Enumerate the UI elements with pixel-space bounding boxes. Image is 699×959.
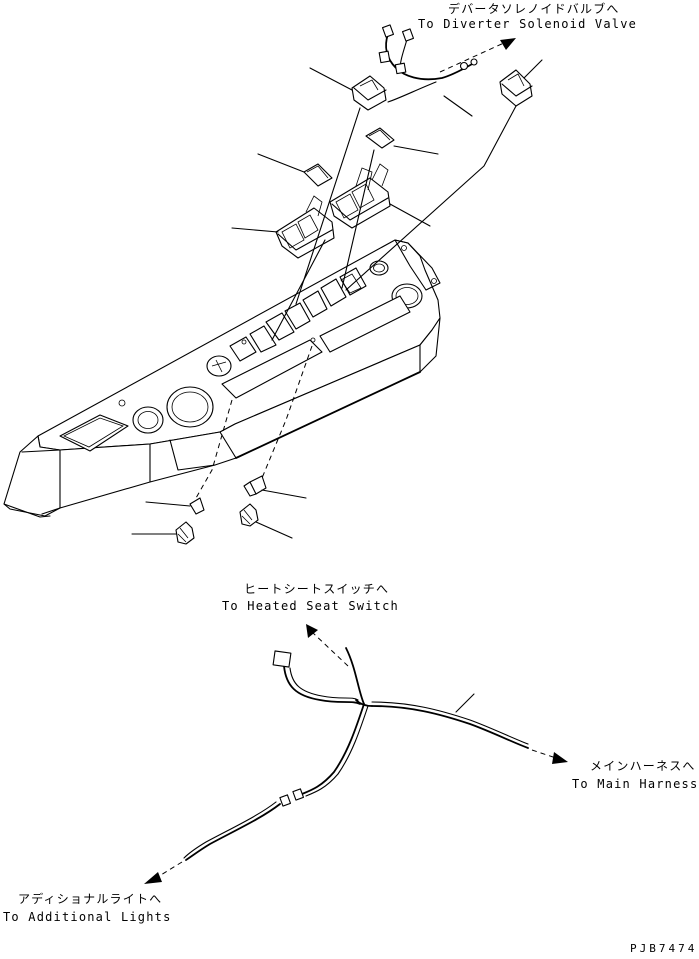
drawing-code: PJB7474 [630,942,697,955]
switch-cover-left [303,163,333,187]
leader-lines [195,59,543,499]
diverter-harness [378,24,478,103]
switch-top-right [499,69,533,107]
console-panel [3,239,441,518]
switch-top-left [351,75,387,111]
heated-seat-label-jp: ヒートシートスイッチへ [244,582,389,596]
additional-lights-label-en: To Additional Lights [3,910,172,924]
main-harness-label-jp: メインハーネスへ [590,759,696,773]
callout-labels: デバータソレノイドバルブへ To Diverter Solenoid Valve… [3,1,698,955]
lower-harness [183,647,529,861]
harness-arrows [144,624,568,884]
diverter-arrow [439,38,516,73]
switch-block-right [329,163,391,229]
heated-seat-label-en: To Heated Seat Switch [222,599,399,613]
switch-cover-upper [365,127,395,149]
switch-block-left [275,195,335,259]
main-harness-label-en: To Main Harness [572,777,698,791]
diverter-label-en: To Diverter Solenoid Valve [418,17,637,31]
diverter-label-jp: デバータソレノイドバルブへ [448,1,620,16]
mounting-bolts [131,475,307,545]
additional-lights-label-jp: アディショナルライトへ [18,891,162,906]
